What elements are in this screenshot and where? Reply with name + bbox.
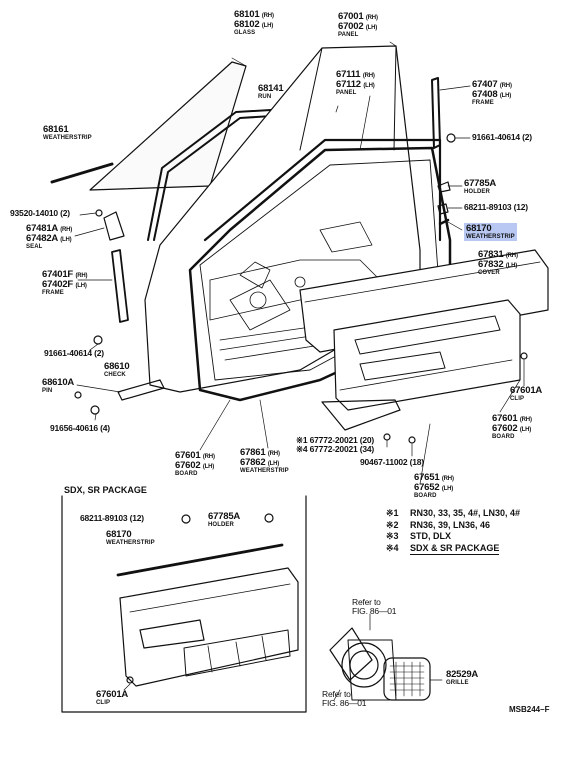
label-91656: 91656-40616 (4)	[50, 423, 110, 433]
pkg-clip-68211	[181, 514, 191, 524]
label-91661-mid: 91661-40614 (2)	[44, 348, 104, 358]
pkg-holder	[264, 513, 274, 523]
label-68101: 68101 (RH) 68102 (LH) GLASS	[234, 9, 274, 36]
label-68161: 68161 WEATHERSTRIP	[43, 124, 92, 141]
glass-weatherstrip	[50, 162, 114, 184]
label-67601a-main: 67601A CLIP	[510, 385, 543, 402]
pkg-trim-board	[119, 567, 299, 687]
label-pkg-68170: 68170 WEATHERSTRIP	[106, 529, 155, 546]
clip-67601a	[520, 352, 528, 360]
label-67831: 67831 (RH) 67832 (LH) COVER	[478, 249, 518, 276]
window-regulator	[209, 221, 381, 361]
label-67601-left: 67601 (RH) 67602 (LH) BOARD	[175, 450, 215, 477]
label-pkg-67785a: 67785A HOLDER	[208, 511, 241, 528]
figure-code: MSB244–F	[509, 705, 550, 714]
speaker-grille	[383, 657, 431, 701]
door-check-68610	[117, 379, 165, 401]
refer-top[interactable]: Refer to FIG. 86—01	[352, 597, 397, 616]
label-68610a: 68610A PIN	[42, 377, 75, 394]
screw-93520	[95, 209, 103, 217]
label-67481a: 67481A (RH) 67482A (LH) SEAL	[26, 223, 73, 250]
label-93520: 93520-14010 (2)	[10, 208, 70, 218]
label-67401f: 67401F (RH) 67402F (LH) FRAME	[42, 269, 88, 296]
holder-67785a	[437, 181, 451, 193]
screw-90467	[408, 436, 416, 444]
label-67001: 67001 (RH) 67002 (LH) PANEL	[338, 11, 378, 38]
refer-bottom[interactable]: Refer to FIG. 86—01	[322, 689, 367, 708]
label-67407: 67407 (RH) 67408 (LH) FRAME	[472, 79, 512, 106]
label-67785a: 67785A HOLDER	[464, 178, 497, 195]
label-90467: 90467-11002 (18)	[360, 457, 424, 467]
label-67111: 67111 (RH) 67112 (LH) PANEL	[336, 69, 375, 96]
seal-67481a	[103, 211, 125, 241]
label-68170: 68170 WEATHERSTRIP	[464, 223, 517, 241]
pkg-weatherstrip	[116, 543, 284, 577]
package-title: SDX, SR PACKAGE	[64, 485, 147, 495]
pkg-clip-67601a	[126, 676, 134, 684]
door-lower-board	[321, 399, 401, 431]
label-91661-top: 91661-40614 (2)	[472, 132, 532, 142]
label-68141: 68141 RUN	[258, 83, 284, 100]
label-68211: 68211-89103 (12)	[464, 202, 528, 212]
label-67861: 67861 (RH) 67862 (LH) WEATHERSTRIP	[240, 447, 289, 474]
label-pkg-68211: 68211-89103 (12)	[80, 513, 144, 523]
label-82529a: 82529A GRILLE	[446, 669, 479, 686]
clip-68211	[437, 203, 449, 215]
label-67601-right: 67601 (RH) 67602 (LH) BOARD	[492, 413, 532, 440]
label-67772: ※1 67772-20021 (20) ※4 67772-20021 (34)	[296, 435, 375, 454]
weatherstrip-68170	[438, 218, 450, 226]
pin-68610a	[74, 391, 82, 399]
sdx-package-box	[61, 495, 307, 713]
clip-67772	[383, 433, 391, 441]
label-pkg-67601a: 67601A CLIP	[96, 689, 129, 706]
front-frame-67401f	[111, 249, 129, 323]
screw-91656	[90, 405, 100, 415]
outer-frame-moulding	[431, 77, 441, 149]
label-68610: 68610 CHECK	[104, 361, 130, 378]
speaker-ring	[341, 642, 387, 688]
label-67651: 67651 (RH) 67652 (LH) BOARD	[414, 472, 454, 499]
speaker-ring-outer	[329, 627, 373, 681]
screw-91661-mid	[93, 335, 103, 345]
screw-91661-top	[446, 133, 456, 143]
